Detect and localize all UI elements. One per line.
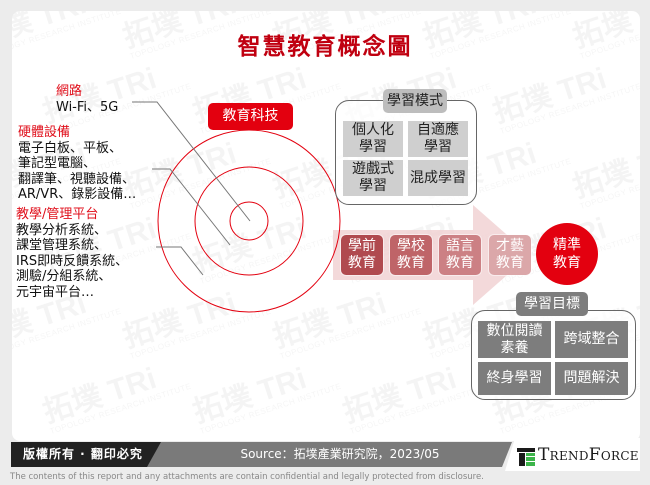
label-platform-line: 元宇宙平台… bbox=[16, 284, 95, 300]
label-platform-line: 教學分析系統、 bbox=[16, 222, 108, 238]
mode-cell: 遊戲式 學習 bbox=[343, 160, 403, 196]
watermark-tile: 拓墣 TRiTOPOLOGY RESEARCH INSTITUTE bbox=[489, 54, 640, 136]
stage-arts: 才藝 教育 bbox=[489, 235, 531, 275]
watermark-tile: 拓墣 TRiTOPOLOGY RESEARCH INSTITUTE bbox=[569, 129, 640, 211]
mode-cell: 自適應 學習 bbox=[408, 121, 468, 157]
label-platform-line: IRS即時反饋系統、 bbox=[16, 253, 129, 269]
watermark-tile: 拓墣 TRiTOPOLOGY RESEARCH INSTITUTE bbox=[39, 354, 192, 436]
watermark-tile: 拓墣 TRiTOPOLOGY RESEARCH INSTITUTE bbox=[269, 279, 422, 361]
stage-school: 學校 教育 bbox=[390, 235, 432, 275]
label-platform: 教學/管理平台 教學分析系統、 課堂管理系統、 IRS即時反饋系統、 測驗/分組… bbox=[16, 207, 128, 300]
label-hardware-line: 電子白板、平板、 bbox=[18, 140, 123, 156]
label-hardware-head: 硬體設備 bbox=[18, 125, 71, 140]
disclaimer-text: The contents of this report and any atta… bbox=[10, 472, 484, 482]
goal-cell: 終身學習 bbox=[478, 362, 551, 395]
watermark-tile: 拓墣 TRiTOPOLOGY RESEARCH INSTITUTE bbox=[119, 129, 272, 211]
label-platform-line: 課堂管理系統、 bbox=[16, 238, 108, 253]
stage-language: 語言 教育 bbox=[439, 235, 481, 275]
label-platform-line: 測驗/分組系統、 bbox=[16, 269, 112, 284]
footer-copyright-bar bbox=[11, 442, 161, 467]
learning-goals-title: 學習目標 bbox=[516, 292, 588, 316]
source-text: Source：拓墣產業研究院，2023/05 bbox=[240, 447, 440, 461]
mode-cell: 個人化 學習 bbox=[343, 121, 403, 157]
label-platform-head: 教學/管理平台 bbox=[16, 207, 99, 222]
goal-cell: 跨域整合 bbox=[555, 321, 628, 358]
page-title: 智慧教育概念圖 bbox=[237, 33, 413, 60]
label-hardware-line: 筆記型電腦、 bbox=[18, 156, 97, 171]
trendforce-logo-icon bbox=[517, 448, 535, 466]
watermark-tile: 拓墣 TRiTOPOLOGY RESEARCH INSTITUTE bbox=[189, 204, 342, 286]
watermark-tile: 拓墣 TRiTOPOLOGY RESEARCH INSTITUTE bbox=[339, 354, 492, 436]
label-hardware-line: 翻譯筆、視聽設備、 bbox=[18, 171, 136, 187]
footer-source-bar bbox=[140, 442, 512, 467]
label-hardware: 硬體設備 電子白板、平板、 筆記型電腦、 翻譯筆、視聽設備、 AR/VR、錄影設… bbox=[18, 125, 136, 203]
label-network-line: Wi-Fi、5G bbox=[56, 99, 119, 115]
label-network-head: 網路 bbox=[56, 84, 83, 99]
brand-name: TrendForce bbox=[538, 445, 639, 465]
copyright-text: 版權所有 · 翻印必究 bbox=[23, 447, 143, 461]
goal-cell: 問題解決 bbox=[555, 362, 628, 395]
watermark-tile: 拓墣 TRiTOPOLOGY RESEARCH INSTITUTE bbox=[189, 354, 342, 436]
label-hardware-line: AR/VR、錄影設備… bbox=[18, 187, 137, 202]
brand-name-text: TrendForce bbox=[538, 445, 639, 465]
edtech-badge: 教育科技 bbox=[208, 103, 293, 130]
watermark-tile: 拓墣 TRiTOPOLOGY RESEARCH INSTITUTE bbox=[119, 279, 272, 361]
label-network: 網路 Wi-Fi、5G bbox=[56, 84, 118, 115]
learning-modes-title: 學習模式 bbox=[383, 89, 447, 113]
mode-cell: 混成學習 bbox=[408, 160, 468, 196]
goal-cell: 數位閱讀 素養 bbox=[478, 321, 551, 358]
precise-education-circle: 精準 教育 bbox=[536, 223, 598, 285]
stage-preschool: 學前 教育 bbox=[341, 235, 383, 275]
